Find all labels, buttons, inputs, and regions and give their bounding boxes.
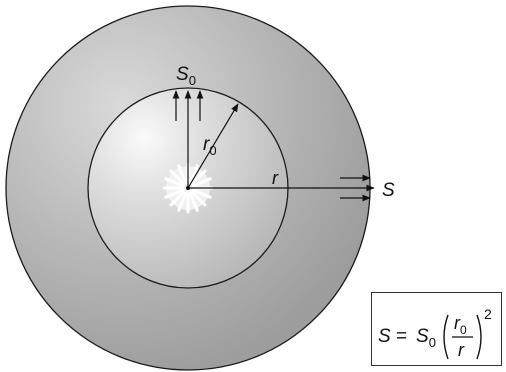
formula-lhs: S <box>378 326 391 347</box>
formula-numerator: r0 <box>454 313 467 337</box>
right-paren <box>477 315 481 359</box>
formula-coef: S0 <box>416 326 436 350</box>
label-s: S <box>382 180 395 201</box>
formula-box: S = S0 r0 r 2 <box>371 292 502 366</box>
left-paren <box>444 315 448 359</box>
label-r: r <box>272 168 279 188</box>
formula-denominator: r <box>458 340 465 360</box>
inverse-square-formula: S = S0 r0 r 2 <box>372 293 503 367</box>
formula-exponent: 2 <box>484 306 492 322</box>
formula-equals: = <box>396 326 407 347</box>
